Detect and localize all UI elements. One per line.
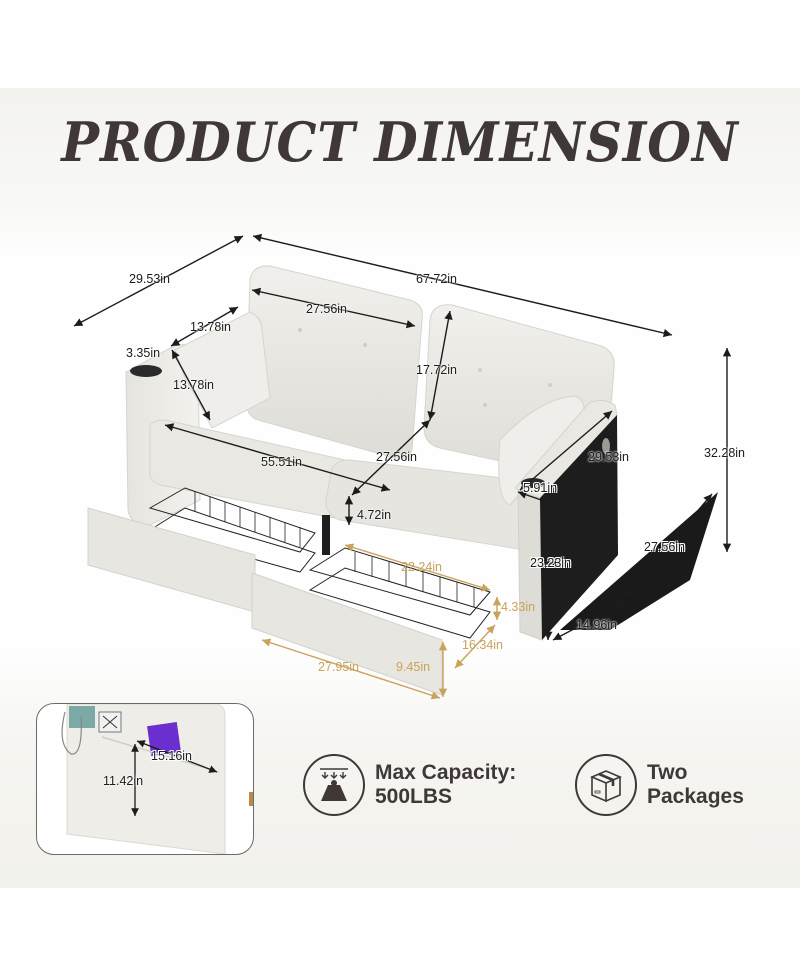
pocket-cable bbox=[61, 711, 82, 755]
dim-drawer-front-width: 27.95in bbox=[318, 660, 360, 674]
dim-seat-width: 55.51in bbox=[261, 455, 303, 469]
dim-side-pocket-height: 11.42in bbox=[103, 774, 144, 788]
feature-capacity-label: Max Capacity: bbox=[375, 761, 517, 784]
feature-capacity-value: 500LBS bbox=[375, 785, 453, 808]
dim-side-storage-length: 27.56in bbox=[644, 540, 686, 554]
feature-packages-label: Two bbox=[647, 761, 688, 784]
dim-arm-depth: 29.53in bbox=[588, 450, 630, 464]
page-title: PRODUCT DIMENSION bbox=[61, 110, 739, 174]
dim-drawer-front-height: 9.45in bbox=[396, 660, 431, 674]
dim-pillow-height: 13.78in bbox=[173, 378, 215, 392]
dim-arm-width: 5.91in bbox=[523, 481, 558, 495]
side-pocket-illustration bbox=[61, 704, 253, 854]
dim-cup-holder-left: 3.35in bbox=[126, 346, 161, 360]
dim-drawer-basket-length: 22.24in bbox=[401, 560, 443, 574]
dim-drawer-basket-height: 4.33in bbox=[501, 600, 536, 614]
dim-pillow-width: 13.78in bbox=[190, 320, 232, 334]
dim-seat-depth: 27.56in bbox=[376, 450, 418, 464]
side-pocket-inset: 15.16in 11.42in bbox=[36, 703, 254, 855]
dim-arm-height: 23.23in bbox=[530, 556, 572, 570]
feature-packages-value: Packages bbox=[647, 785, 744, 808]
cup-holder-left bbox=[130, 365, 162, 377]
dim-seat-thickness: 4.72in bbox=[357, 508, 392, 522]
feature-two-packages: Two Packages bbox=[575, 754, 744, 816]
dim-overall-width: 67.72in bbox=[416, 272, 458, 286]
pocket-magazine bbox=[69, 706, 95, 728]
feature-max-capacity: Max Capacity: 500LBS bbox=[303, 754, 516, 816]
drawer-right-front bbox=[251, 572, 443, 696]
dim-overall-height: 32.28in bbox=[704, 446, 746, 460]
dim-back-cushion-width: 27.56in bbox=[306, 302, 348, 316]
package-box-icon bbox=[575, 754, 637, 816]
weight-capacity-icon bbox=[303, 754, 365, 816]
dim-overall-depth: 29.53in bbox=[129, 272, 171, 286]
dim-side-pocket-width: 15.16in bbox=[151, 749, 193, 763]
dim-back-cushion-height: 17.72in bbox=[416, 363, 458, 377]
dim-side-storage-width: 14.96in bbox=[576, 618, 618, 632]
dim-drawer-basket-depth: 16.34in bbox=[462, 638, 504, 652]
center-leg bbox=[322, 515, 330, 555]
